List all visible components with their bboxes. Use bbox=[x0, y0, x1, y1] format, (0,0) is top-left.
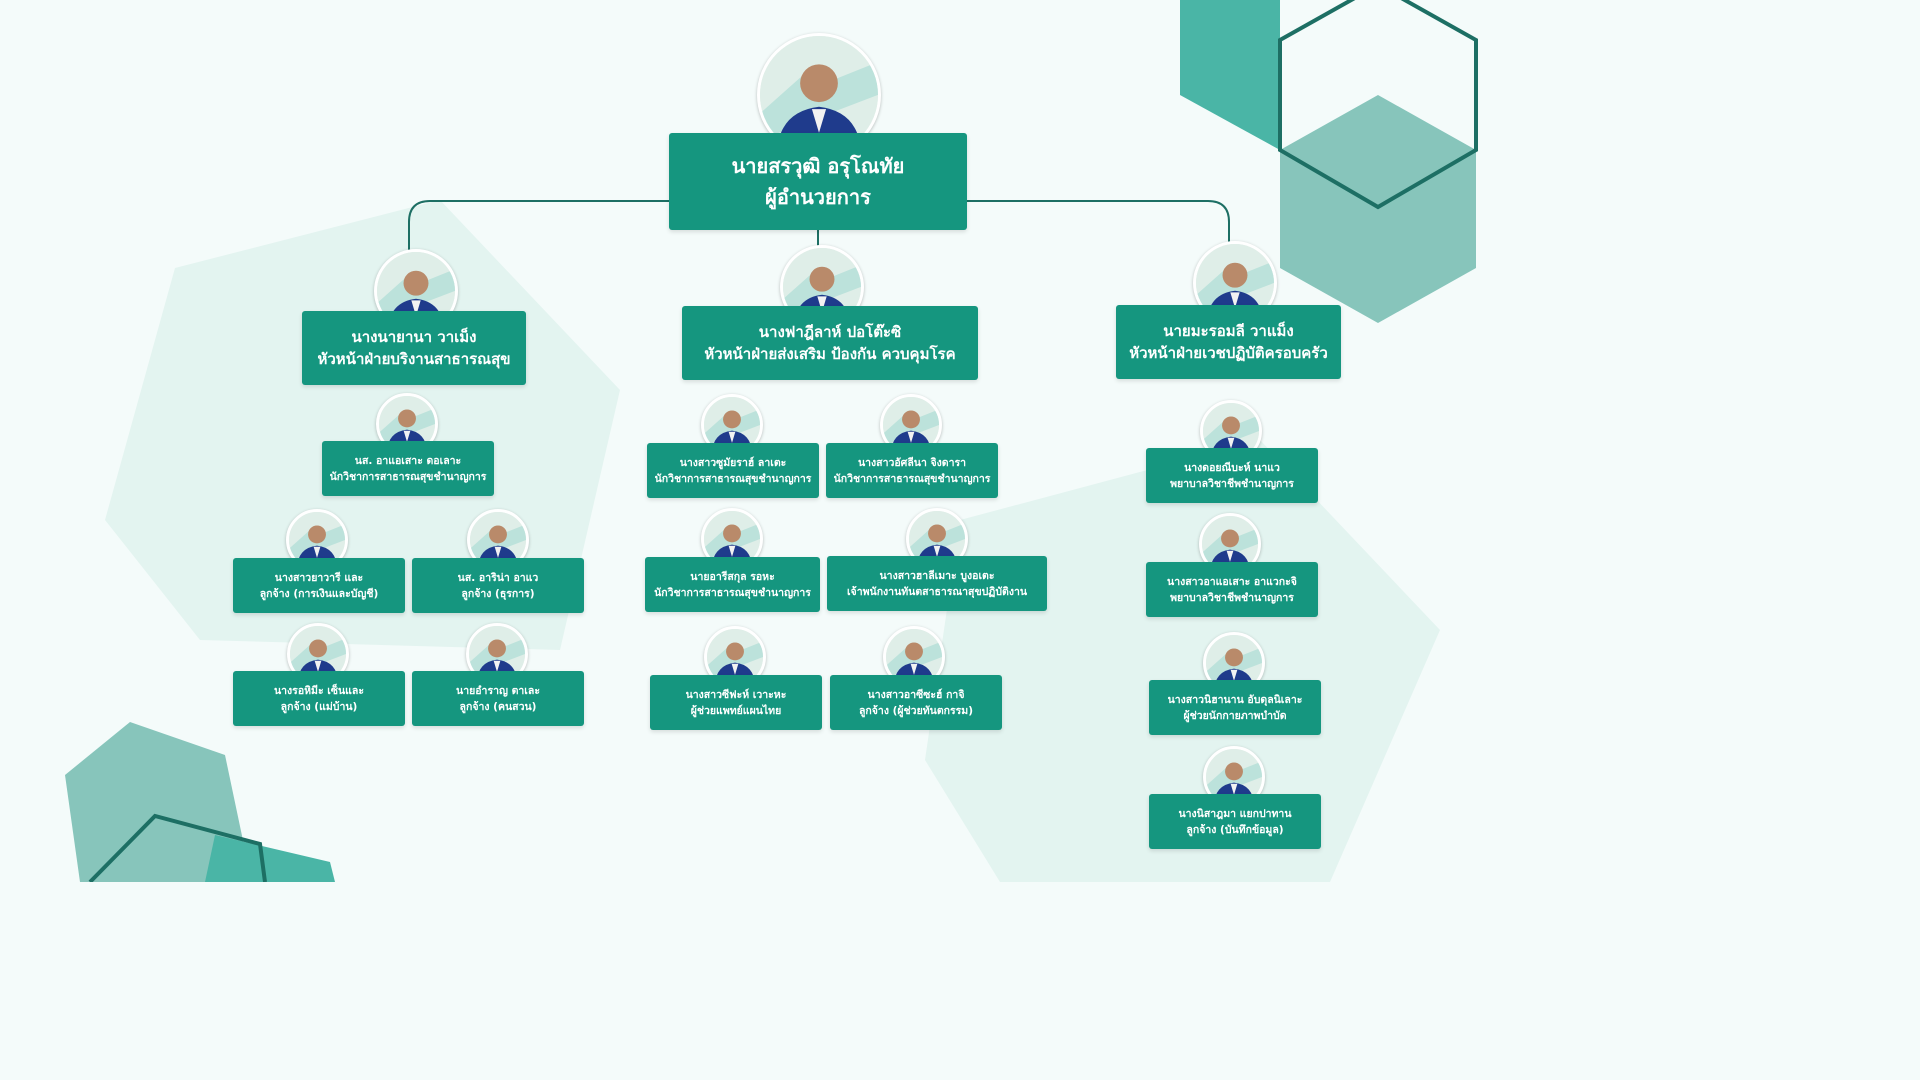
staff-name: นายอารีสกุล รอหะ bbox=[690, 570, 775, 583]
staff-name: นส. อาแอเสาะ ดอเลาะ bbox=[354, 454, 462, 467]
staff-name: นางสาวยาวารี และ bbox=[274, 571, 364, 584]
staff-box: นางสาวนิฮานาน อับดุลนิเลาะ ผู้ช่วยนักกาย… bbox=[1149, 680, 1321, 735]
staff-avatar bbox=[466, 623, 528, 685]
staff-box: นางสาวอัศลีนา จิงดารา นักวิชาการสาธารณสุ… bbox=[826, 443, 998, 498]
staff-title: ลูกจ้าง (คนสวน) bbox=[459, 700, 537, 713]
staff-title: ลูกจ้าง (การเงินและบัญชี) bbox=[259, 587, 379, 600]
head-name: นางนายานา วาเม็ง bbox=[351, 328, 477, 346]
staff-title: ลูกจ้าง (แม่บ้าน) bbox=[280, 700, 358, 713]
head-box: นางนายานา วาเม็ง หัวหน้าฝ่ายบริงานสาธารณ… bbox=[302, 311, 526, 385]
staff-box: นางดอยณีบะห์ นาแว พยาบาลวิชาชีพชำนาญการ bbox=[1146, 448, 1318, 503]
head-title: หัวหน้าฝ่ายส่งเสริม ป้องกัน ควบคุมโรค bbox=[704, 345, 956, 363]
background-shape-right bbox=[925, 440, 1440, 882]
staff-name: นางสาวซูมัยราฮ์ ลาเตะ bbox=[679, 456, 787, 469]
staff-box: นางสาวอาแอเสาะ อาแวกะจิ พยาบาลวิชาชีพชำน… bbox=[1146, 562, 1318, 617]
staff-name: นายอำราญ ตาเละ bbox=[456, 684, 540, 697]
staff-name: นางสาวอาซีซะฮ์ กาจิ bbox=[867, 688, 965, 701]
staff-title: ลูกจ้าง (บันทึกข้อมูล) bbox=[1186, 823, 1284, 836]
head-box: นายมะรอมลี วาแม็ง หัวหน้าฝ่ายเวชปฏิบัติค… bbox=[1116, 305, 1341, 379]
staff-box: นายอารีสกุล รอหะ นักวิชาการสาธารณสุขชำนา… bbox=[645, 557, 820, 612]
staff-box: นางสาวซีฟะห์ เวาะหะ ผู้ช่วยแพทย์แผนไทย bbox=[650, 675, 822, 730]
head-box: นางฟาฎีลาห์ ปอโต๊ะซิ หัวหน้าฝ่ายส่งเสริม… bbox=[682, 306, 978, 380]
staff-title: นักวิชาการสาธารณสุขชำนาญการ bbox=[654, 472, 812, 485]
staff-avatar bbox=[880, 394, 942, 456]
staff-title: พยาบาลวิชาชีพชำนาญการ bbox=[1170, 477, 1294, 490]
staff-name: นางสาวอัศลีนา จิงดารา bbox=[857, 456, 967, 469]
director-box: นายสรวุฒิ อรุโณทัย ผู้อำนวยการ bbox=[669, 133, 967, 230]
staff-name: นางดอยณีบะห์ นาแว bbox=[1184, 461, 1280, 474]
head-title: หัวหน้าฝ่ายเวชปฏิบัติครอบครัว bbox=[1129, 344, 1328, 362]
staff-name: นางสาวซีฟะห์ เวาะหะ bbox=[685, 688, 787, 701]
staff-box: นางสาวอาซีซะฮ์ กาจิ ลูกจ้าง (ผู้ช่วยทันต… bbox=[830, 675, 1002, 730]
staff-title: พยาบาลวิชาชีพชำนาญการ bbox=[1170, 591, 1294, 604]
staff-title: เจ้าพนักงานทันตสาธารณาสุขปฏิบัติงาน bbox=[846, 585, 1028, 598]
head-name: นางฟาฎีลาห์ ปอโต๊ะซิ bbox=[758, 323, 902, 341]
staff-title: นักวิชาการสาธารณสุขชำนาญการ bbox=[833, 472, 991, 485]
staff-name: นางนิสาฎมา แยกปาทาน bbox=[1178, 807, 1292, 820]
hexagon-outline-bottom-left bbox=[88, 813, 267, 882]
staff-box: นส. อาริน่า อาแว ลูกจ้าง (ธุรการ) bbox=[412, 558, 584, 613]
staff-title: ลูกจ้าง (ผู้ช่วยทันตกรรม) bbox=[858, 704, 974, 717]
hexagon-decoration-top-right bbox=[1180, 0, 1280, 150]
director-name: นายสรวุฒิ อรุโณทัย bbox=[731, 153, 905, 178]
staff-title: ลูกจ้าง (ธุรการ) bbox=[461, 587, 535, 600]
staff-box: นางรอหิมีะ เซ็นและ ลูกจ้าง (แม่บ้าน) bbox=[233, 671, 405, 726]
staff-title: ผู้ช่วยแพทย์แผนไทย bbox=[690, 704, 782, 717]
head-title: หัวหน้าฝ่ายบริงานสาธารณสุข bbox=[317, 350, 511, 368]
staff-box: นายอำราญ ตาเละ ลูกจ้าง (คนสวน) bbox=[412, 671, 584, 726]
staff-name: นางรอหิมีะ เซ็นและ bbox=[273, 684, 365, 697]
connector-line-right bbox=[967, 200, 1230, 246]
staff-title: ผู้ช่วยนักกายภาพบำบัด bbox=[1183, 709, 1287, 722]
connector-line-left bbox=[408, 200, 669, 250]
staff-box: นางสาวฮาลีเมาะ บูงอเตะ เจ้าพนักงานทันตสา… bbox=[827, 556, 1047, 611]
head-name: นายมะรอมลี วาแม็ง bbox=[1163, 322, 1294, 340]
staff-box: นางสาวยาวารี และ ลูกจ้าง (การเงินและบัญช… bbox=[233, 558, 405, 613]
staff-box: นส. อาแอเสาะ ดอเลาะ นักวิชาการสาธารณสุขช… bbox=[322, 441, 494, 496]
hexagon-decoration-bottom-left bbox=[65, 722, 245, 882]
hexagon-decoration-bottom-left-dark bbox=[205, 835, 335, 882]
staff-name: นส. อาริน่า อาแว bbox=[457, 571, 539, 584]
staff-name: นางสาวฮาลีเมาะ บูงอเตะ bbox=[879, 569, 995, 582]
staff-title: นักวิชาการสาธารณสุขชำนาญการ bbox=[654, 586, 811, 599]
hexagon-outline-top-right bbox=[1278, 0, 1478, 210]
staff-name: นางสาวอาแอเสาะ อาแวกะจิ bbox=[1167, 575, 1297, 588]
staff-name: นางสาวนิฮานาน อับดุลนิเลาะ bbox=[1167, 693, 1303, 706]
staff-box: นางนิสาฎมา แยกปาทาน ลูกจ้าง (บันทึกข้อมู… bbox=[1149, 794, 1321, 849]
director-title: ผู้อำนวยการ bbox=[765, 184, 871, 209]
staff-box: นางสาวซูมัยราฮ์ ลาเตะ นักวิชาการสาธารณสุ… bbox=[647, 443, 819, 498]
staff-title: นักวิชาการสาธารณสุขชำนาญการ bbox=[329, 470, 487, 483]
